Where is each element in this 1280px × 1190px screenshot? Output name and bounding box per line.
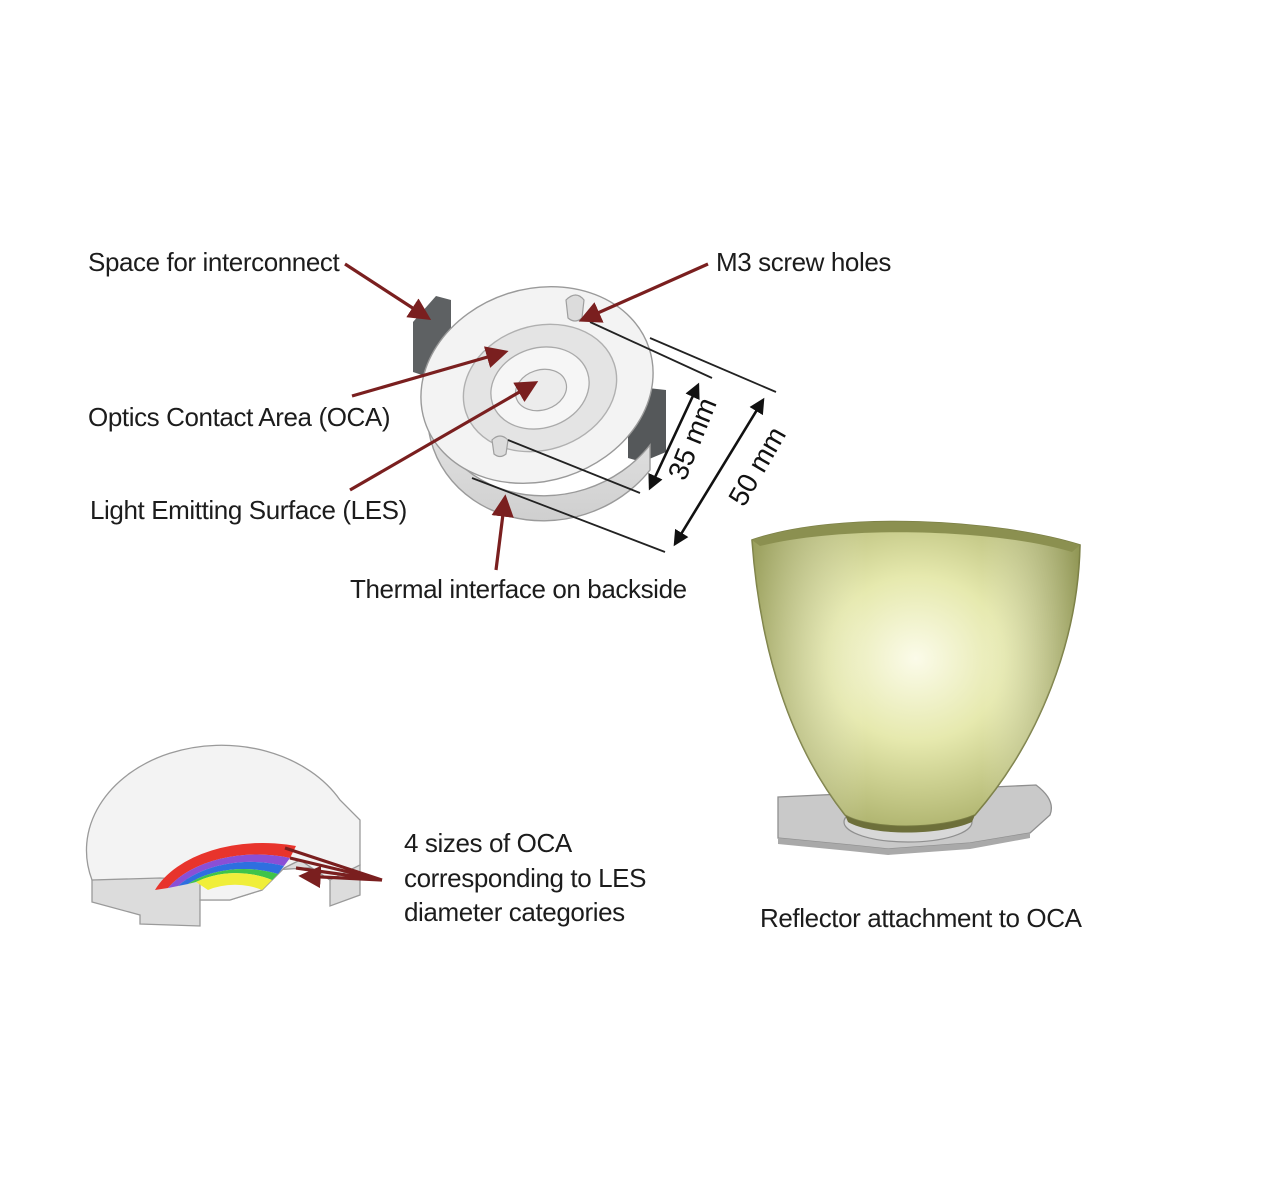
label-oca: Optics Contact Area (OCA)	[88, 402, 390, 432]
label-sizes-line3: diameter categories	[404, 897, 625, 927]
ring-green	[188, 868, 278, 884]
ring-purple	[168, 854, 290, 888]
arrow-oca	[351, 346, 509, 398]
oca-cutaway-part	[85, 744, 361, 927]
arrow-interconnect	[344, 262, 432, 321]
arrow-les	[349, 381, 539, 492]
ext-line-50-bottom	[471, 477, 666, 553]
arrow-screw-holes	[578, 262, 709, 323]
arrows-oca-sizes	[285, 846, 383, 880]
ext-line-35-top	[589, 321, 713, 379]
oca-size-rings	[155, 842, 296, 890]
label-les: Light Emitting Surface (LES)	[90, 495, 407, 525]
label-sizes-line1: 4 sizes of OCA	[404, 828, 573, 858]
ring-yellow	[196, 873, 272, 890]
dim-label-35: 35 mm	[662, 393, 723, 484]
arrow-thermal	[491, 494, 514, 571]
reflector-base-front	[778, 833, 1030, 855]
reflector-bowl-shade	[752, 521, 1080, 827]
ring-blue	[178, 861, 284, 886]
screw-hole-top	[565, 294, 585, 322]
reflector-bottom-lip	[845, 815, 975, 833]
ring-red	[155, 842, 296, 890]
label-reflector: Reflector attachment to OCA	[760, 903, 1083, 933]
dim-arrow-50	[673, 397, 765, 547]
reflector-rim	[752, 521, 1080, 552]
label-interconnect: Space for interconnect	[88, 247, 341, 277]
label-thermal: Thermal interface on backside	[350, 574, 687, 604]
screw-hole-bottom	[491, 435, 509, 458]
dim-label-50: 50 mm	[722, 421, 792, 511]
reflector-assembly	[751, 520, 1081, 855]
label-screw-holes: M3 screw holes	[716, 247, 891, 277]
led-module-part: 35 mm 50 mm	[413, 285, 792, 553]
ext-line-50-top	[649, 337, 777, 393]
ext-line-35-bottom	[507, 439, 641, 494]
label-sizes-line2: corresponding to LES	[404, 863, 646, 893]
